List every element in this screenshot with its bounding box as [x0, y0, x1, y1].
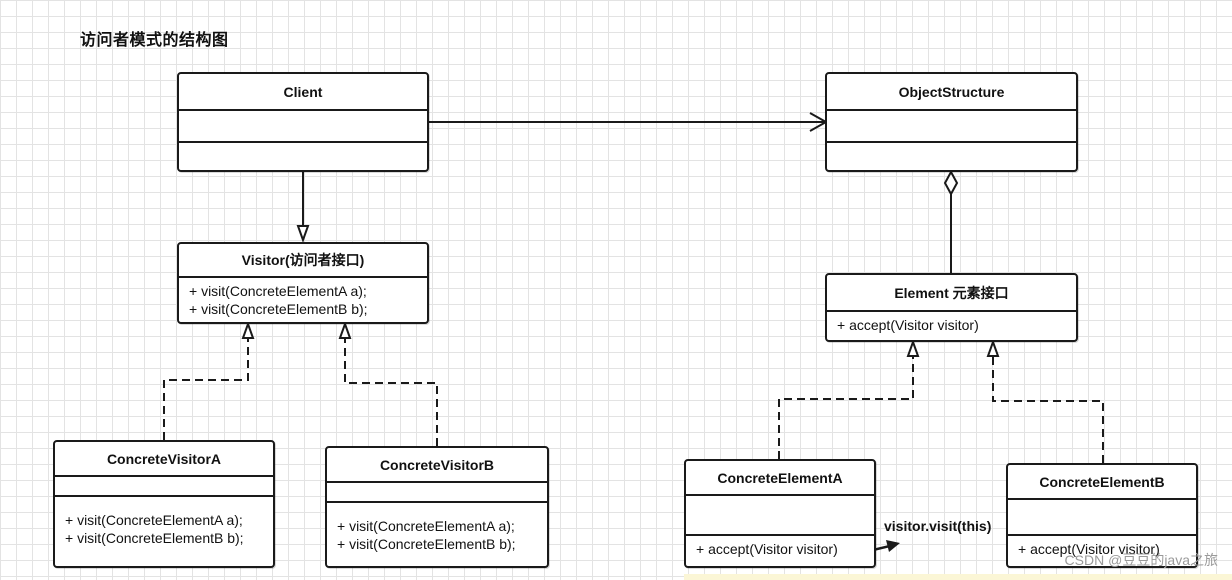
class-attributes: [1008, 500, 1196, 536]
class-concrete-visitor-b: ConcreteVisitorB + visit(ConcreteElement…: [325, 446, 549, 568]
diagram-title: 访问者模式的结构图: [80, 32, 229, 49]
watermark: CSDN @豆豆的java之旅: [1064, 552, 1218, 568]
class-concrete-element-a: ConcreteElementA + accept(Visitor visito…: [684, 459, 876, 568]
highlight-strip: [684, 574, 1232, 580]
operation: + visit(ConcreteElementB b);: [189, 301, 368, 317]
class-name: Element 元素接口: [827, 275, 1076, 312]
operation: + accept(Visitor visitor): [1018, 541, 1160, 557]
class-attributes: [686, 496, 874, 536]
class-name: Visitor(访问者接口): [179, 244, 427, 278]
operation: + accept(Visitor visitor): [696, 541, 838, 557]
class-name: ConcreteElementA: [686, 461, 874, 496]
class-name: ConcreteVisitorB: [327, 448, 547, 483]
class-operations: + visit(ConcreteElementA a); + visit(Con…: [55, 497, 273, 566]
realization-arrowhead-vb: [338, 321, 352, 339]
class-name: Client: [179, 74, 427, 111]
class-name: ConcreteElementB: [1008, 465, 1196, 500]
class-element: Element 元素接口 + accept(Visitor visitor): [825, 273, 1078, 342]
realization-arrowhead-eb: [986, 339, 1000, 357]
operation: + visit(ConcreteElementA a);: [337, 518, 515, 534]
realization-visitor-b: [344, 338, 438, 446]
class-concrete-element-b: ConcreteElementB + accept(Visitor visito…: [1006, 463, 1198, 568]
operation: + visit(ConcreteElementA a);: [65, 512, 243, 528]
realization-arrowhead-ea: [906, 339, 920, 357]
class-attributes: [327, 483, 547, 503]
class-operations: + accept(Visitor visitor): [686, 536, 874, 566]
class-operations: [827, 143, 1076, 170]
class-attributes: [179, 111, 427, 143]
class-operations: + accept(Visitor visitor): [1008, 536, 1196, 566]
class-visitor: Visitor(访问者接口) + visit(ConcreteElementA …: [177, 242, 429, 324]
note-label: visitor.visit(this): [884, 518, 992, 534]
class-client: Client: [177, 72, 429, 172]
note-arrowhead: [886, 540, 900, 552]
operation: + visit(ConcreteElementB b);: [337, 536, 516, 552]
class-operations: + visit(ConcreteElementA a); + visit(Con…: [327, 503, 547, 566]
operation: + visit(ConcreteElementA a);: [189, 283, 367, 299]
class-name: ObjectStructure: [827, 74, 1076, 111]
operation: + accept(Visitor visitor): [837, 317, 979, 333]
class-operations: + accept(Visitor visitor): [827, 312, 1076, 340]
dependency-arrowhead: [296, 225, 310, 243]
realization-element-a: [778, 356, 914, 459]
class-attributes: [827, 111, 1076, 143]
class-operations: [179, 143, 427, 170]
class-attributes: [55, 477, 273, 497]
class-operations: + visit(ConcreteElementA a); + visit(Con…: [179, 278, 427, 322]
realization-element-b: [992, 356, 1104, 463]
class-object-structure: ObjectStructure: [825, 72, 1078, 172]
class-name: ConcreteVisitorA: [55, 442, 273, 477]
operation: + visit(ConcreteElementB b);: [65, 530, 244, 546]
class-concrete-visitor-a: ConcreteVisitorA + visit(ConcreteElement…: [53, 440, 275, 568]
realization-arrowhead-va: [241, 321, 255, 339]
realization-visitor-a: [163, 338, 249, 440]
aggregation-diamond: [943, 169, 959, 197]
